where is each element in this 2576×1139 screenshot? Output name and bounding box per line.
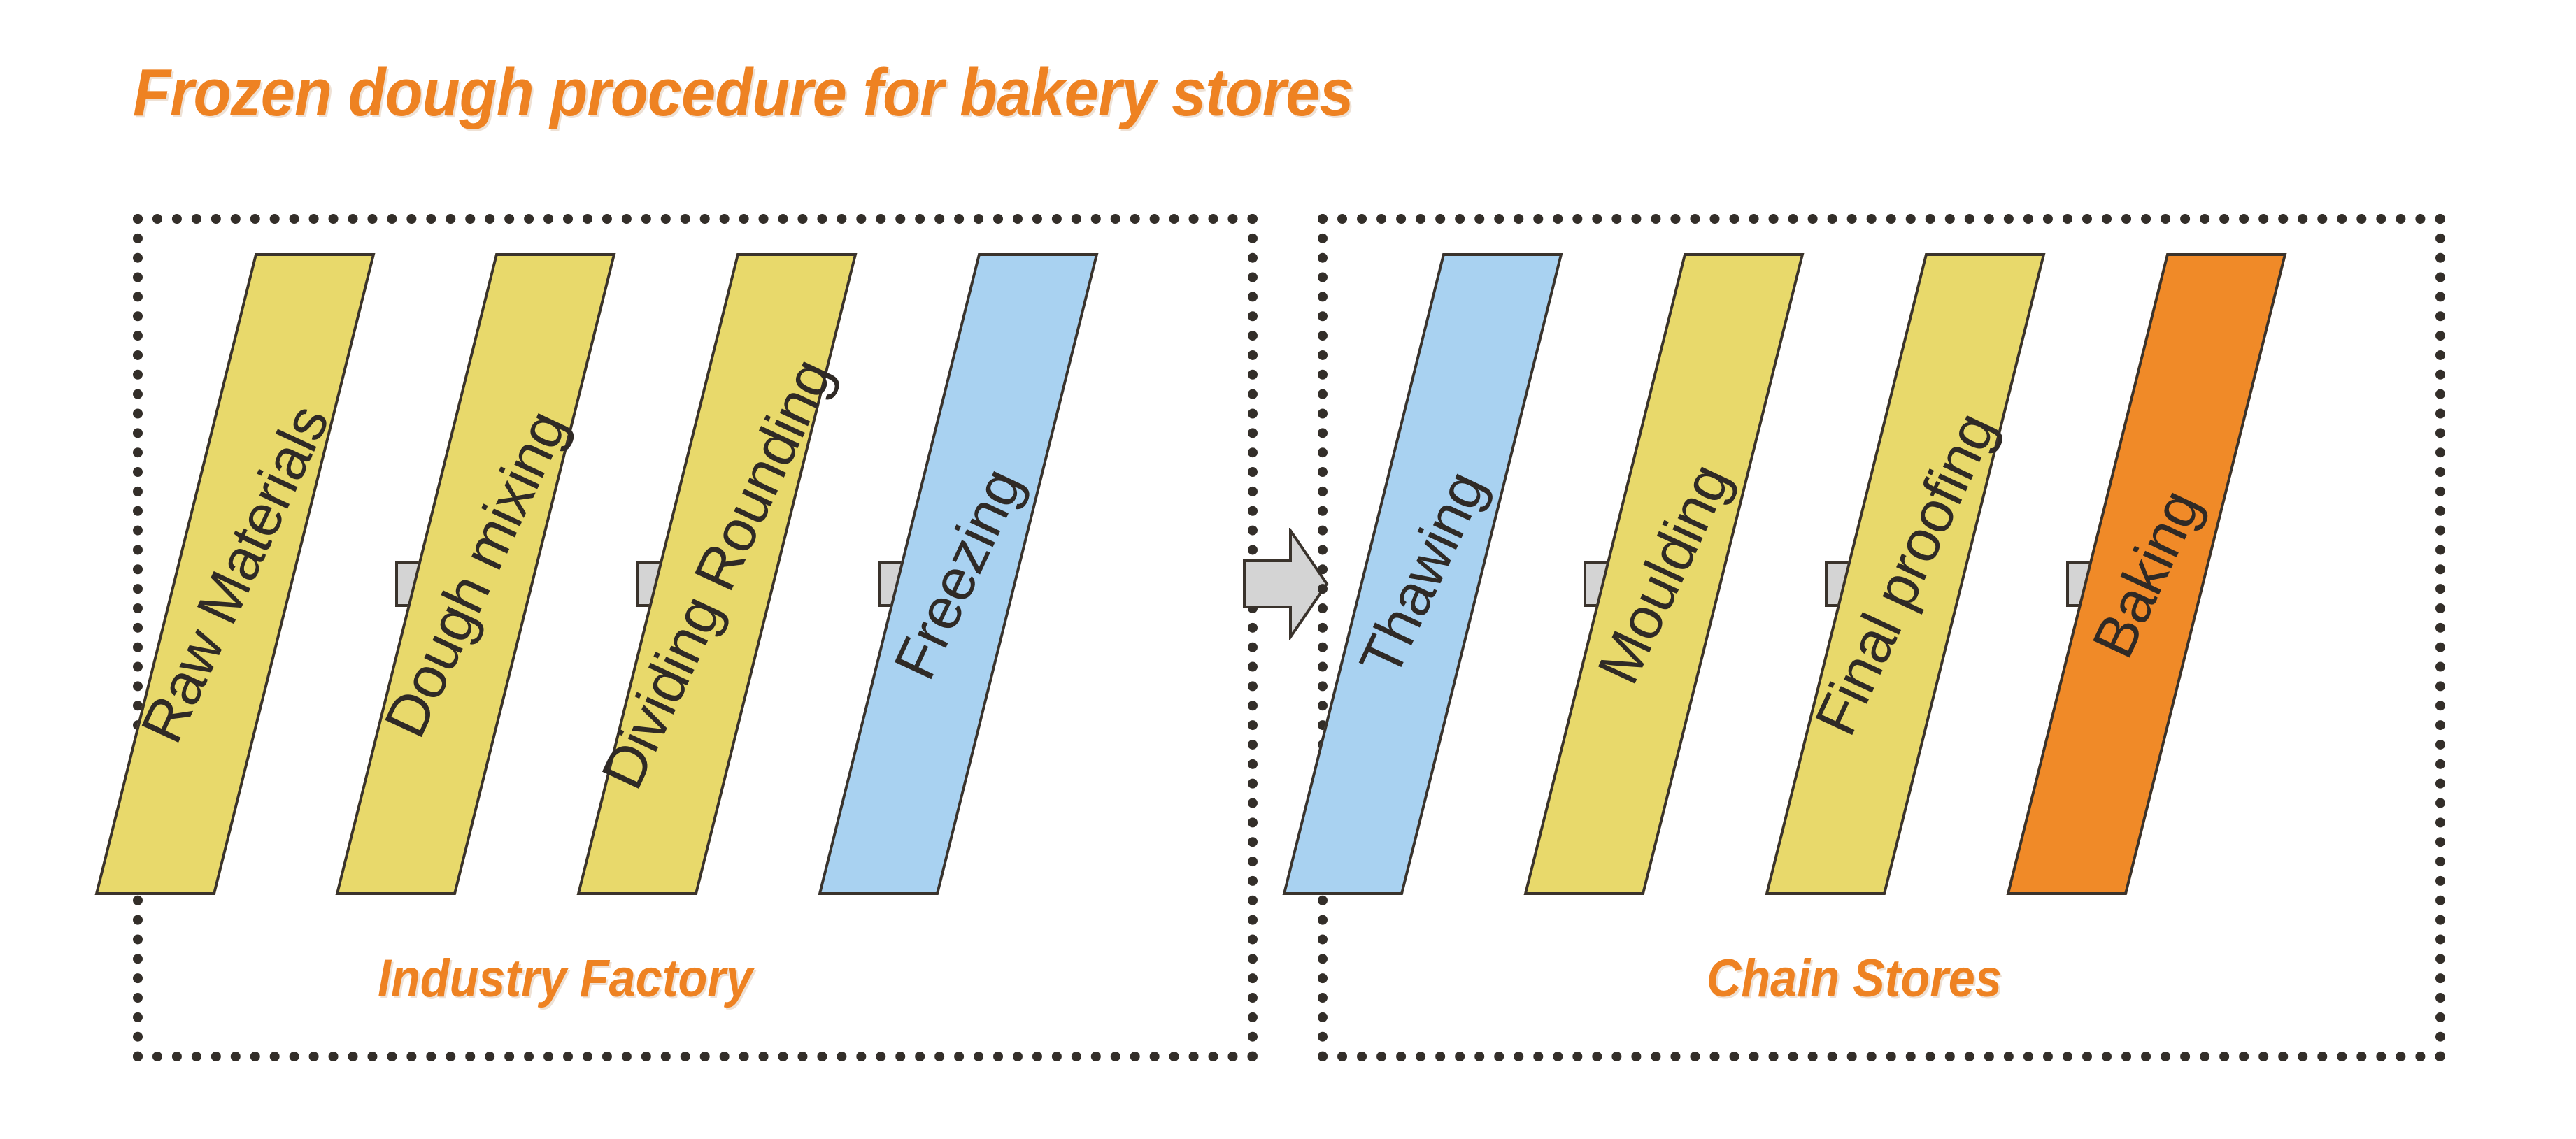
block-arrow-right-icon (1241, 528, 1330, 640)
page-title: Frozen dough procedure for bakery stores (133, 55, 1354, 130)
panel-label-chain-stores: Chain Stores (1707, 949, 2002, 1008)
panel-chain-stores (1318, 214, 2445, 1061)
panel-label-industry-factory: Industry Factory (378, 949, 753, 1008)
